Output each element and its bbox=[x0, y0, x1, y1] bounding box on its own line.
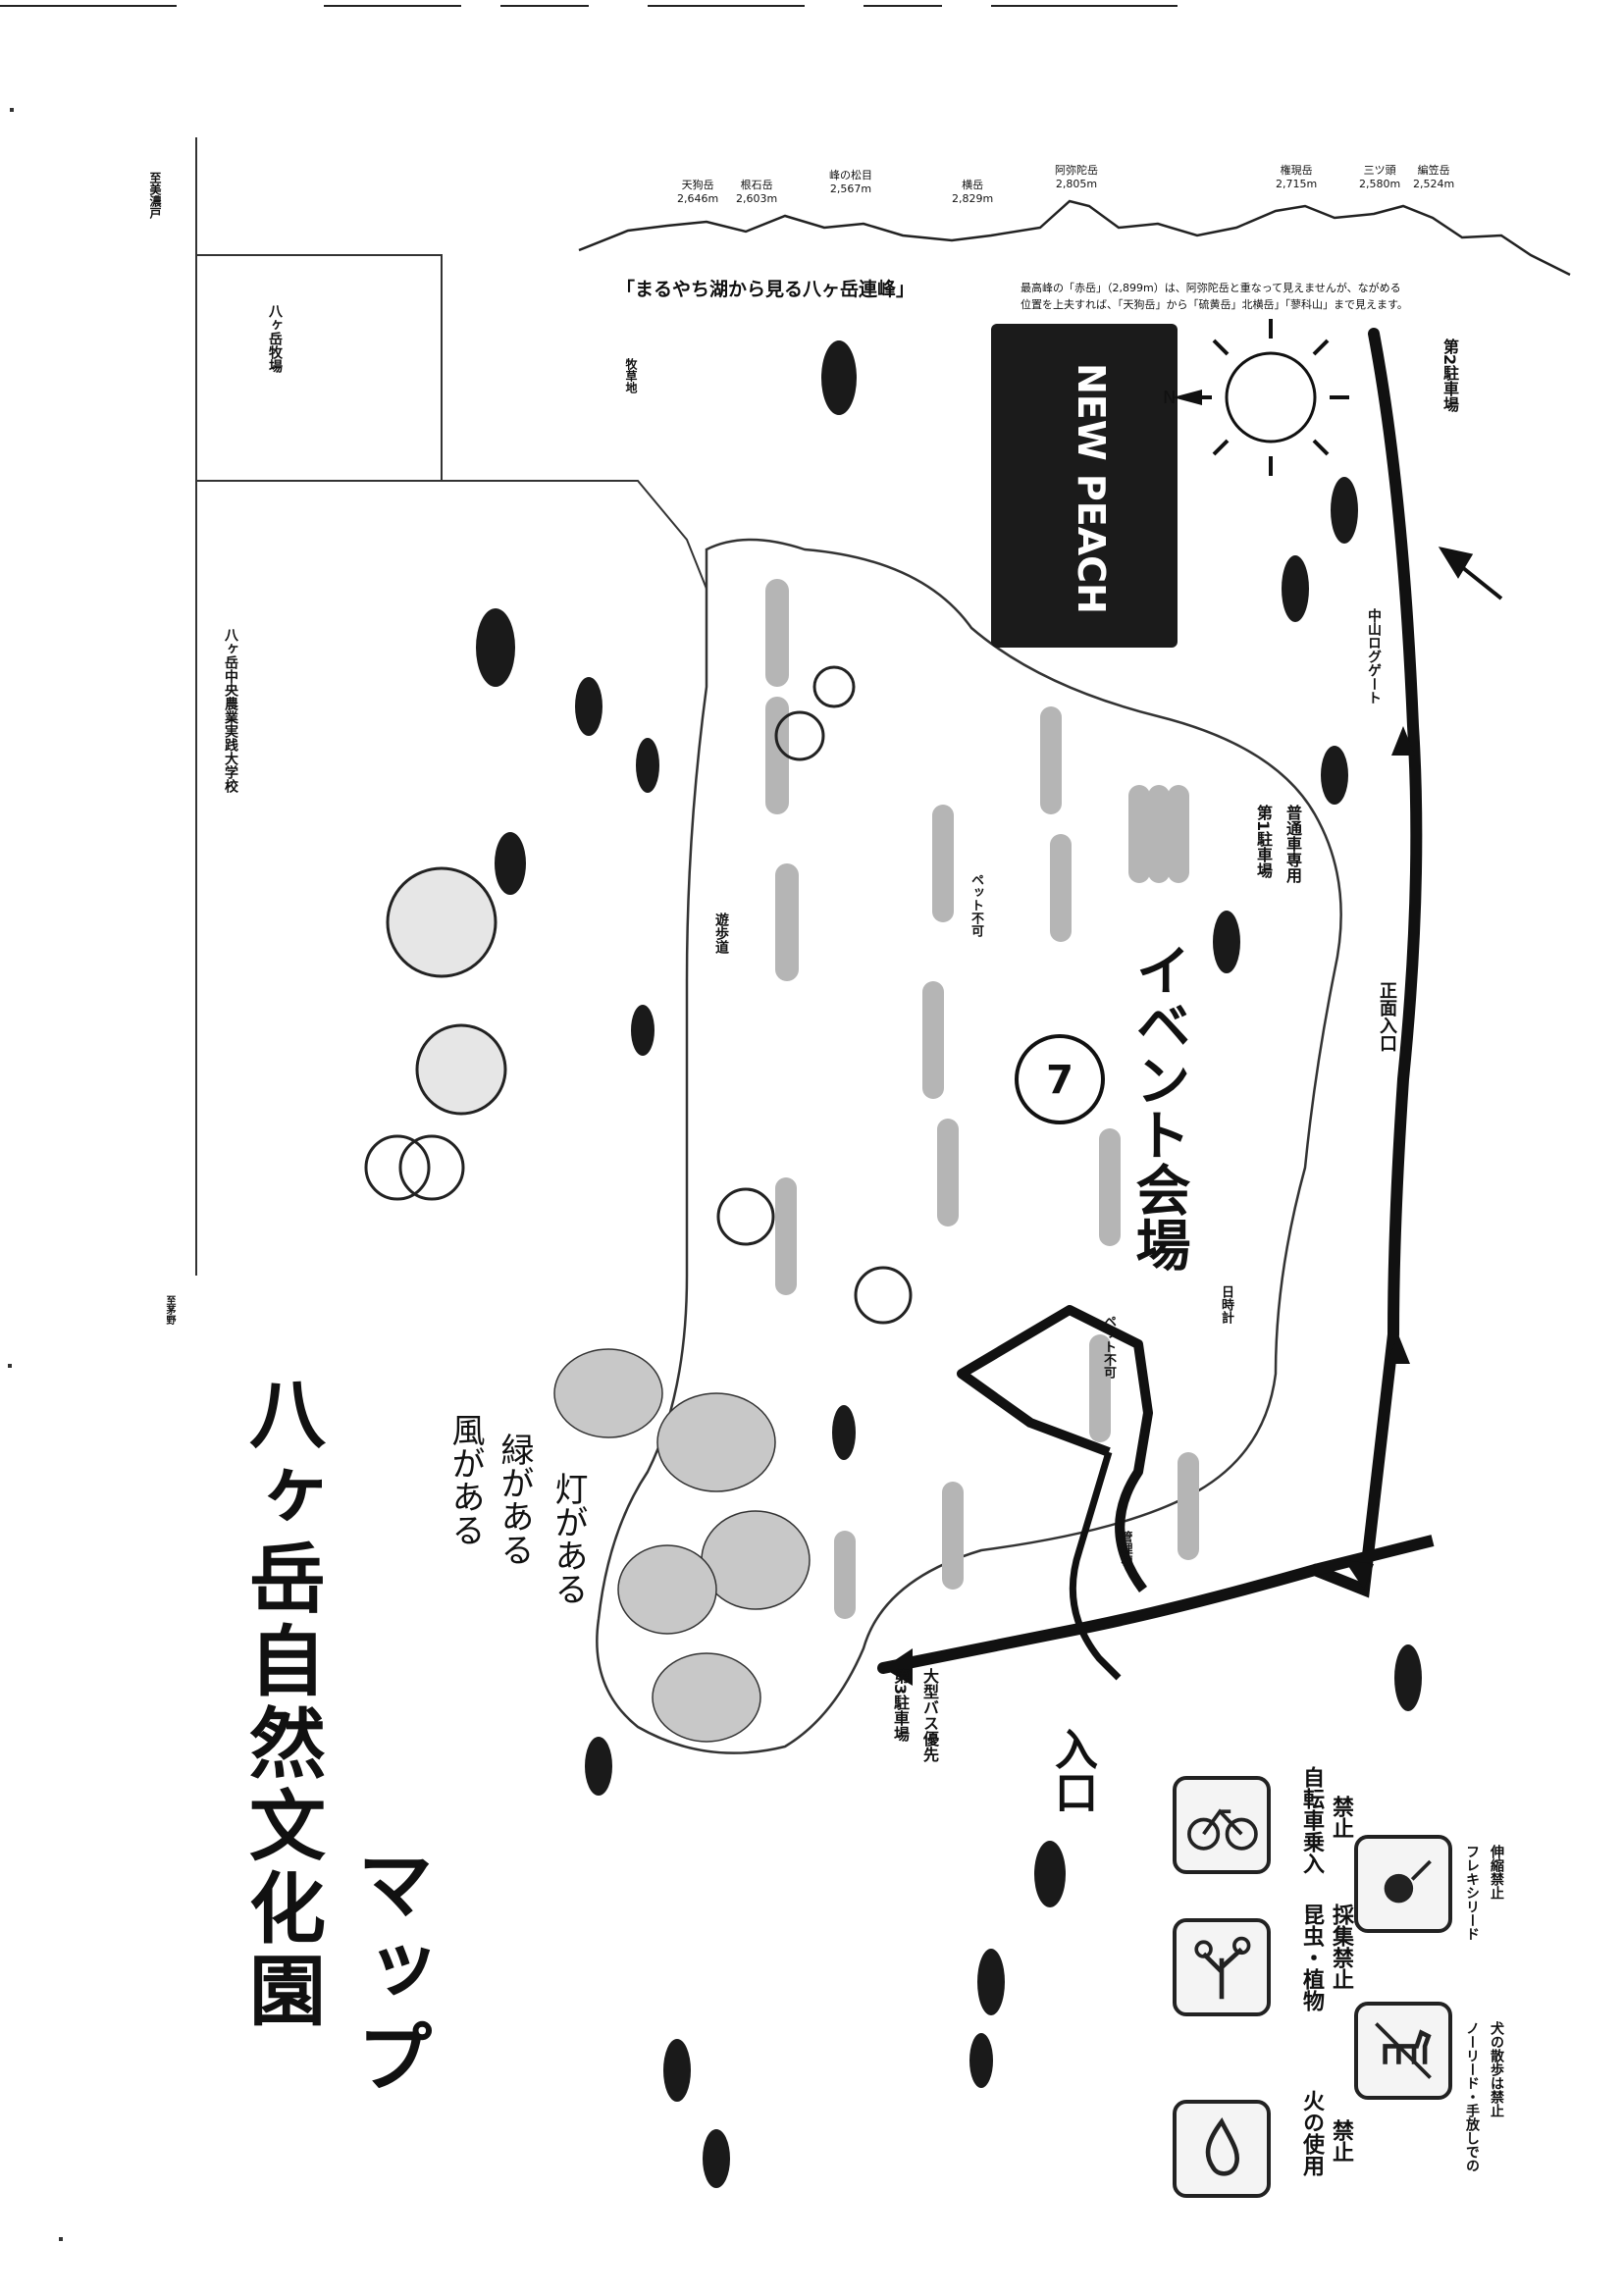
scan-mark bbox=[10, 108, 14, 112]
poem-line-1: 風がある bbox=[445, 1413, 485, 1546]
poem-line-2: 緑がある bbox=[495, 1433, 534, 1566]
road-label-left: 至茅野 bbox=[164, 1295, 175, 1325]
poem-line-3: 灯がある bbox=[549, 1472, 588, 1605]
gate-arrow bbox=[1438, 547, 1503, 600]
north-label: N bbox=[1163, 388, 1177, 408]
road-branch bbox=[1313, 1535, 1435, 1576]
plaque-brand: NEW PEACH bbox=[1070, 363, 1113, 614]
rule-fire-text-2: 禁止 bbox=[1329, 2119, 1353, 2163]
parking-3-sub: 大型バス優先 bbox=[920, 1668, 939, 1762]
flexi-leash-prohibited-icon bbox=[1384, 1859, 1432, 1904]
rule-fire-prohibited bbox=[1173, 2100, 1271, 2198]
scan-mark bbox=[8, 1364, 12, 1368]
bicycle-prohibited-icon bbox=[1187, 1808, 1258, 1851]
grey-shrub-rows bbox=[765, 579, 1199, 1619]
scan-mark bbox=[59, 2237, 63, 2241]
access-road bbox=[957, 1305, 1153, 1592]
entrance-road bbox=[1069, 1450, 1122, 1681]
college-label: 八ヶ岳中央農業実践大学校 bbox=[223, 628, 238, 793]
park-title: 八ヶ岳自然文化園 bbox=[236, 1374, 325, 2033]
panorama-caption: 「まるやち湖から見る八ヶ岳連峰」 bbox=[616, 279, 916, 300]
entrance-label: 入口 bbox=[1047, 1727, 1097, 1813]
event-venue-label: イベント会場 bbox=[1126, 942, 1190, 1272]
rule-flexi-prohibited bbox=[1354, 1835, 1452, 1933]
dog-no-leash-prohibited-icon bbox=[1375, 2022, 1432, 2079]
title-plaque bbox=[991, 324, 1178, 648]
parking-2-label: 第2駐車場 bbox=[1440, 339, 1459, 413]
rule-bicycle-text-1: 自転車乗入 bbox=[1299, 1766, 1324, 1874]
park-road bbox=[877, 328, 1423, 1674]
tree-sketches bbox=[553, 1348, 811, 1743]
character-illustrations bbox=[364, 665, 913, 1325]
rule-flexi-text-1: フレキシリード bbox=[1464, 1845, 1480, 1941]
panorama-note-2: 位置を上夫すれば、「天狗岳」から「硫黄岳」北横岳」「蓼科山」まで見えます。 bbox=[1021, 298, 1408, 311]
fire-prohibited-icon bbox=[1205, 2117, 1239, 2176]
rule-dog-prohibited bbox=[1354, 2002, 1452, 2100]
parking-1-label: 第1駐車場 bbox=[1254, 805, 1273, 879]
road-arrows bbox=[883, 726, 1415, 1686]
log-gate-label: 中山ログゲート bbox=[1366, 608, 1382, 704]
ranch-label: 八ヶ岳牧場 bbox=[267, 304, 283, 373]
rule-dog-text-2: 犬の散歩は禁止 bbox=[1489, 2021, 1504, 2117]
no-pets-label-1: ペット不可 bbox=[969, 873, 983, 937]
management-label: 管理棟 bbox=[1120, 1531, 1133, 1566]
rule-dog-text-1: ノーリード・手放しでの bbox=[1464, 2021, 1480, 2172]
mountain-silhouette bbox=[578, 199, 1571, 277]
rule-flexi-text-2: 伸縮禁止 bbox=[1489, 1845, 1504, 1900]
tree-dots bbox=[476, 340, 1422, 2188]
park-title-map: マップ bbox=[344, 1845, 433, 2104]
pasture-label: 牧草地 bbox=[624, 358, 638, 393]
sundial-label: 日時計 bbox=[1219, 1285, 1233, 1324]
panorama-note-1: 最高峰の「赤岳」（2,899m）は、阿弥陀岳と重なって見えませんが、ながめる bbox=[1021, 282, 1401, 294]
walkway-label: 遊歩道 bbox=[713, 913, 729, 954]
main-entrance-label: 正面入口 bbox=[1377, 981, 1397, 1052]
svg-text:7: 7 bbox=[1046, 1058, 1073, 1103]
rule-fire-text-1: 火の使用 bbox=[1299, 2090, 1324, 2176]
rule-plant-text-2: 採集禁止 bbox=[1329, 1904, 1353, 1990]
rule-bicycle-prohibited bbox=[1173, 1776, 1271, 1874]
road-label-top: 至美濃戸 bbox=[148, 172, 162, 219]
plant-collecting-prohibited-icon bbox=[1194, 1936, 1251, 2000]
no-pets-label-2: ペット不可 bbox=[1101, 1315, 1116, 1379]
rule-plant-text-1: 昆虫・植物 bbox=[1299, 1904, 1324, 2011]
parking-1-sub: 普通車専用 bbox=[1283, 805, 1302, 883]
rule-bicycle-text-2: 禁止 bbox=[1329, 1796, 1353, 1839]
parking-3-label: 第3駐車場 bbox=[891, 1668, 910, 1743]
venue-emblem-icon: 7 bbox=[1015, 1034, 1105, 1124]
ranch-boundary bbox=[195, 137, 707, 1276]
sun-compass-icon bbox=[1173, 319, 1349, 476]
rule-plant-prohibited bbox=[1173, 1918, 1271, 2016]
